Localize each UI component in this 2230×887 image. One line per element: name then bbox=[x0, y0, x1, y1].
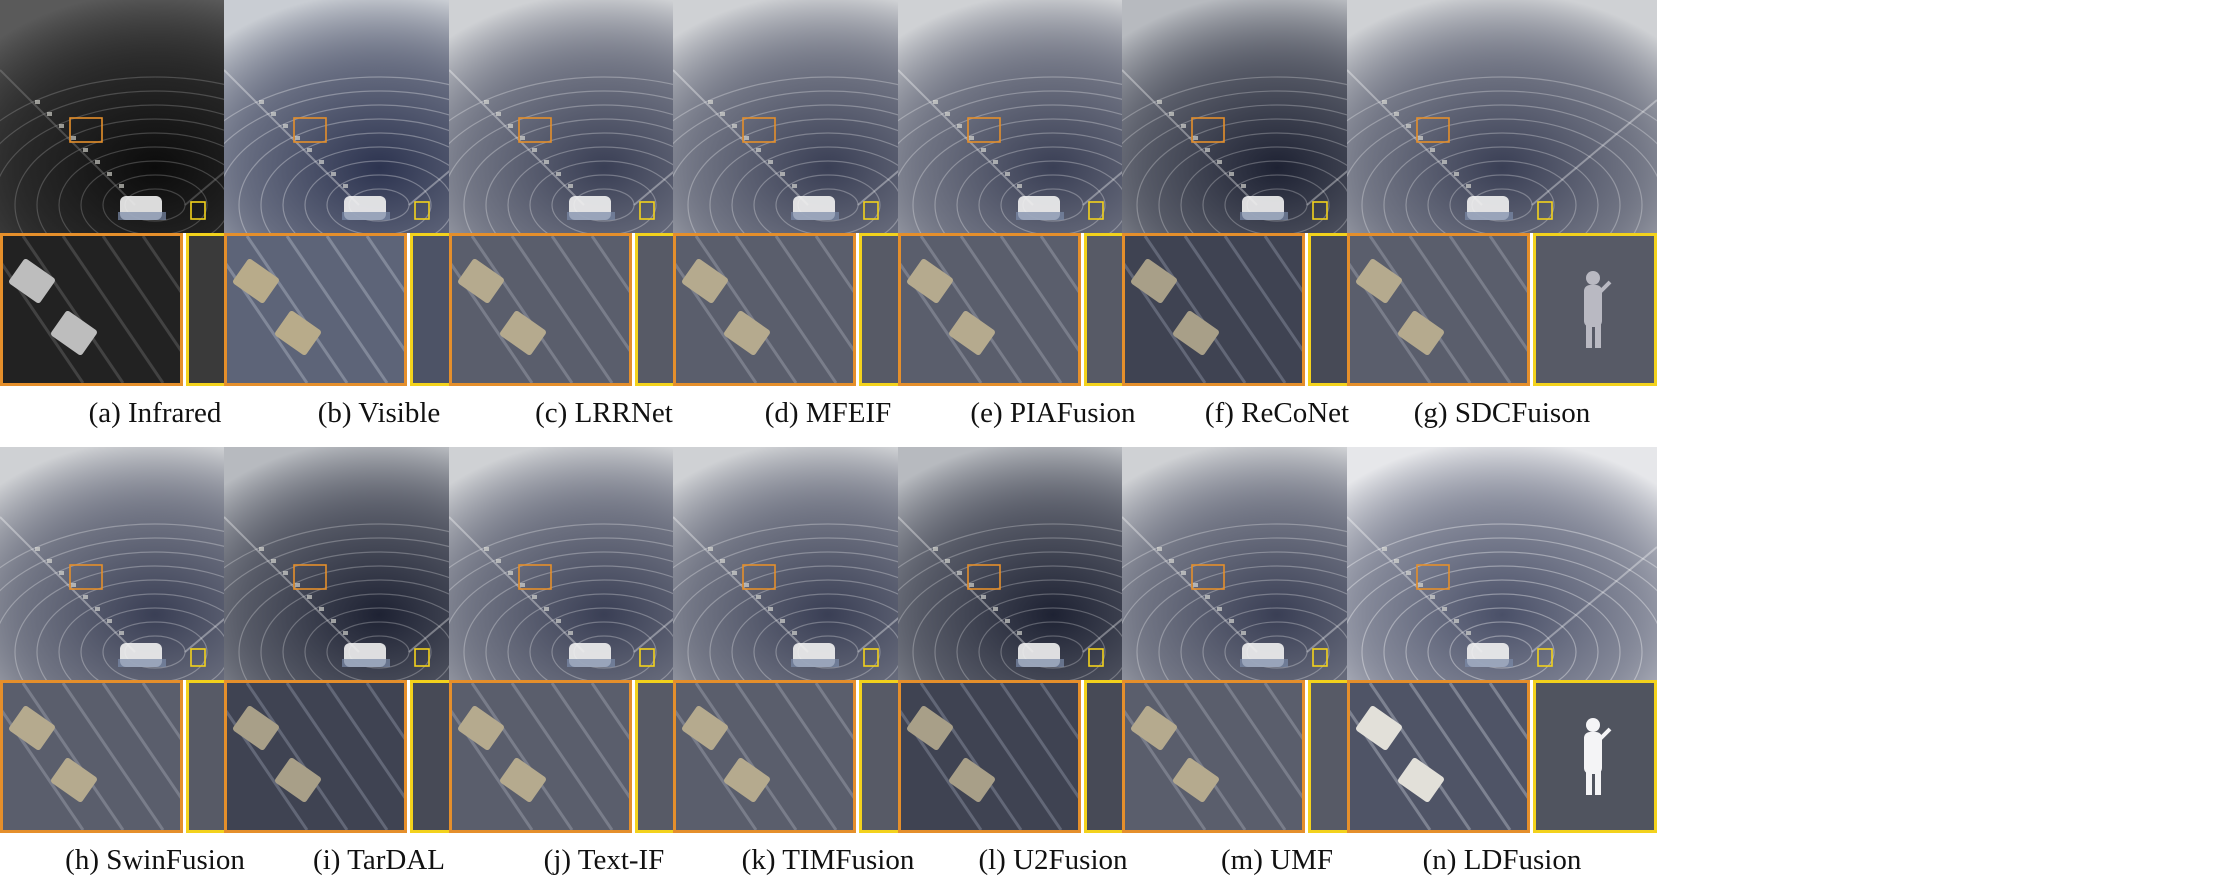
panel-caption: (h) SwinFusion bbox=[65, 844, 245, 876]
panel-caption: (n) LDFusion bbox=[1422, 844, 1582, 876]
zoom-inset-orange bbox=[449, 680, 632, 833]
panel-caption: (l) U2Fusion bbox=[978, 844, 1128, 876]
panel-caption: (m) UMF bbox=[1221, 844, 1333, 876]
panel-caption: (a) Infrared bbox=[88, 397, 222, 429]
tunnel-scene-image bbox=[1347, 0, 1657, 233]
zoom-inset-orange bbox=[1347, 233, 1530, 386]
figure-panel: (g) SDCFuison bbox=[1347, 0, 1657, 433]
panel-image-group bbox=[1347, 0, 1657, 386]
zoom-inset-orange bbox=[0, 680, 183, 833]
zoom-inset-orange bbox=[0, 233, 183, 386]
zoom-inset-orange bbox=[1347, 680, 1530, 833]
panel-caption: (f) ReCoNet bbox=[1204, 397, 1350, 429]
zoom-inset-yellow bbox=[1533, 680, 1657, 833]
tunnel-scene-image bbox=[1347, 447, 1657, 680]
figure-row-top: (a) Infrared (b) Visible (c) LRRNet (d) MFE… bbox=[0, 0, 2230, 433]
zoom-inset-orange bbox=[449, 233, 632, 386]
zoom-inset-orange bbox=[1122, 680, 1305, 833]
zoom-inset-orange bbox=[898, 680, 1081, 833]
panel-image-group bbox=[1347, 447, 1657, 833]
panel-caption: (j) Text-IF bbox=[543, 844, 665, 876]
panel-caption: (i) TarDAL bbox=[313, 844, 445, 876]
zoom-insets bbox=[1347, 233, 1657, 386]
panel-caption: (e) PIAFusion bbox=[970, 397, 1136, 429]
zoom-inset-orange bbox=[898, 233, 1081, 386]
panel-caption: (g) SDCFuison bbox=[1413, 397, 1591, 429]
zoom-inset-orange bbox=[224, 680, 407, 833]
zoom-inset-yellow bbox=[1533, 233, 1657, 386]
figure-row-bottom: (h) SwinFusion (i) TarDAL (j) Text-IF (k) T… bbox=[0, 447, 2230, 880]
zoom-inset-orange bbox=[673, 233, 856, 386]
figure-panel: (n) LDFusion bbox=[1347, 447, 1657, 880]
zoom-inset-orange bbox=[673, 680, 856, 833]
zoom-insets bbox=[1347, 680, 1657, 833]
zoom-inset-orange bbox=[1122, 233, 1305, 386]
panel-caption: (b) Visible bbox=[317, 397, 441, 429]
panel-caption: (c) LRRNet bbox=[535, 397, 673, 429]
zoom-inset-orange bbox=[224, 233, 407, 386]
panel-caption: (d) MFEIF bbox=[764, 397, 892, 429]
panel-caption: (k) TIMFusion bbox=[741, 844, 915, 876]
